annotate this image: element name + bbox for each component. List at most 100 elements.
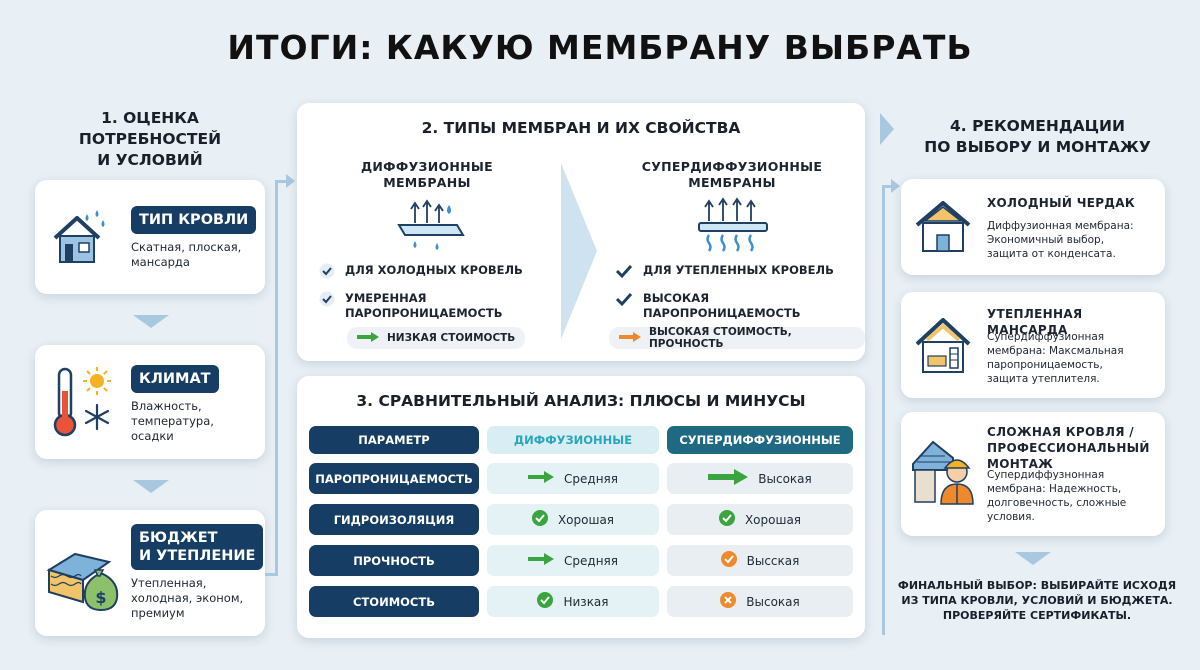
header-parameter: ПАРАМЕТР — [309, 426, 479, 454]
check-orange-icon — [720, 551, 737, 570]
cold-attic-house-icon — [913, 197, 973, 257]
budget-text: Утепленная, холодная, эконом, премиум — [131, 576, 244, 620]
complex-roof-title: СЛОЖНАЯ КРОВЛЯ / ПРОФЕССИОНАЛЬНЫЙ МОНТАЖ — [987, 425, 1150, 471]
card-roof-type: ТИП КРОВЛИ Скатная, плоская, мансарда — [35, 180, 265, 294]
section-4-heading: 4. РЕКОМЕНДАЦИИ ПО ВЫБОРУ И МОНТАЖУ — [924, 117, 1151, 156]
row-superdiffusion-value: Высокая — [667, 463, 853, 494]
feature-label: ДЛЯ ХОЛОДНЫХ КРОВЕЛЬ — [345, 263, 523, 277]
row-superdiffusion-value: Высская — [667, 545, 853, 576]
orange-arrow-icon — [619, 331, 641, 345]
check-icon — [531, 510, 548, 529]
insulated-attic-icon — [913, 314, 973, 376]
complex-roof-body: Супердиффузнонная мембрана: Надежность, … — [987, 469, 1127, 523]
connector-line — [275, 180, 278, 575]
money-bag-insulation-icon: $ — [45, 540, 123, 614]
down-arrow-icon — [1015, 552, 1051, 565]
row-param: СТОИМОСТЬ — [309, 586, 479, 617]
superdiffusion-membrane-icon — [695, 195, 771, 255]
check-icon — [615, 263, 633, 283]
feature-item: УМЕРЕННАЯ ПАРОПРОНИЦАЕМОСТЬ — [319, 291, 569, 321]
value-text: Средняя — [564, 471, 618, 486]
superdiffusion-cost-label: ВЫСОКАЯ СТОИМОСТЬ, ПРОЧНОСТЬ — [649, 326, 792, 350]
row-diffusion-value: Хорошая — [487, 504, 659, 535]
diffusion-cost-tag: НИЗКАЯ СТОИМОСТЬ — [347, 327, 526, 349]
roof-type-text: Скатная, плоская, мансарда — [131, 240, 242, 269]
value-text: Низкая — [563, 594, 609, 609]
row-param: ГИДРОИЗОЛЯЦИЯ — [309, 504, 479, 535]
chevron-right-icon — [561, 163, 597, 339]
arrow-icon — [528, 471, 555, 486]
feature-item: ВЫСОКАЯ ПАРОПРОНИЦАЕМОСТЬ — [615, 291, 855, 321]
budget-label: БЮДЖЕТ И УТЕПЛЕНИЕ — [131, 524, 264, 570]
insulated-attic-title: УТЕПЛЕННАЯ МАНСАРДА — [987, 307, 1083, 337]
card-budget: $ БЮДЖЕТ И УТЕПЛЕНИЕ Утепленная, холодна… — [35, 510, 265, 636]
card-membrane-types: 2. ТИПЫ МЕМБРАН И ИХ СВОЙСТВА ДИФФУЗИОНН… — [297, 103, 865, 361]
value-text: Высокая — [758, 471, 812, 486]
diffusion-title: ДИФФУЗИОННЫЕ МЕМБРАНЫ — [360, 159, 493, 190]
superdiffusion-title: СУПЕРДИФФУЗИОННЫЕ МЕМБРАНЫ — [641, 159, 823, 190]
row-param: ПАРОПРОНИЦАЕМОСТЬ — [309, 463, 479, 494]
row-param: ПРОЧНОСТЬ — [309, 545, 479, 576]
superdiffusion-features: ДЛЯ УТЕПЛЕННЫХ КРОВЕЛЬ ВЫСОКАЯ ПАРОПРОНИ… — [615, 263, 855, 321]
value-text: Средняя — [564, 553, 618, 568]
row-superdiffusion-value: Хорошая — [667, 504, 853, 535]
house-rain-icon — [47, 206, 109, 268]
thermometer-sun-snow-icon — [47, 363, 113, 441]
card-climate: КЛИМАТ Влажность, температура, осадки — [35, 345, 265, 459]
down-arrow-icon — [133, 480, 169, 493]
diffusion-features: ДЛЯ ХОЛОДНЫХ КРОВЕЛЬ УМЕРЕННАЯ ПАРОПРОНИ… — [319, 263, 569, 321]
arrow-icon — [528, 553, 555, 568]
row-diffusion-value: Средняя — [487, 545, 659, 576]
header-diffusion: ДИФФУЗИОННЫЕ — [487, 426, 659, 454]
section-1-heading: 1. ОЦЕНКА ПОТРЕБНОСТЕЙ И УСЛОВИЙ — [78, 109, 222, 169]
card-insulated-attic: УТЕПЛЕННАЯ МАНСАРДА Супердиффузионная ме… — [901, 292, 1165, 398]
connector-line — [265, 573, 278, 576]
connector-line — [882, 185, 894, 188]
feature-item: ДЛЯ ХОЛОДНЫХ КРОВЕЛЬ — [319, 263, 569, 283]
arrow-icon — [708, 469, 749, 488]
roof-type-label: ТИП КРОВЛИ — [131, 206, 257, 234]
diffusion-cost-label: НИЗКАЯ СТОИМОСТЬ — [387, 332, 516, 344]
card-cold-attic: ХОЛОДНЫЙ ЧЕРДАК Диффузионная мембрана: Э… — [901, 179, 1165, 275]
cross-icon — [720, 592, 737, 611]
builder-roof-icon — [911, 436, 979, 506]
header-superdiffusion: СУПЕРДИФФУЗИОННЫЕ — [667, 426, 853, 454]
climate-text: Влажность, температура, осадки — [131, 399, 214, 443]
climate-label: КЛИМАТ — [131, 365, 219, 393]
row-superdiffusion-value: Высокая — [667, 586, 853, 617]
value-text: Хорошая — [744, 512, 802, 527]
check-icon — [718, 510, 735, 529]
connector-arrow-icon — [891, 179, 900, 193]
check-icon — [319, 291, 335, 311]
down-arrow-icon — [133, 315, 169, 328]
svg-text:$: $ — [95, 588, 106, 607]
value-text: Высская — [746, 553, 800, 568]
feature-item: ДЛЯ УТЕПЛЕННЫХ КРОВЕЛЬ — [615, 263, 855, 283]
page-title: ИТОГИ: КАКУЮ МЕМБРАНУ ВЫБРАТЬ — [227, 28, 973, 67]
insulated-attic-body: Супердиффузионная мембрана: Максмальная … — [987, 331, 1124, 385]
green-arrow-icon — [357, 331, 379, 345]
cold-attic-title: ХОЛОДНЫЙ ЧЕРДАК — [987, 196, 1135, 210]
connector-arrow-icon — [286, 174, 295, 188]
check-icon — [537, 592, 554, 611]
row-diffusion-value: Средняя — [487, 463, 659, 494]
row-diffusion-value: Низкая — [487, 586, 659, 617]
feature-label: ДЛЯ УТЕПЛЕННЫХ КРОВЕЛЬ — [643, 263, 834, 277]
connector-line — [275, 180, 289, 183]
value-text: Хорошая — [557, 512, 615, 527]
chevron-right-icon — [880, 113, 894, 145]
section-3-heading: 3. СРАВНИТЕЛЬНЫЙ АНАЛИЗ: ПЛЮСЫ И МИНУСЫ — [356, 392, 806, 410]
diffusion-membrane-icon — [393, 195, 469, 255]
connector-line — [882, 185, 885, 635]
value-text: Высокая — [746, 594, 800, 609]
card-comparison: 3. СРАВНИТЕЛЬНЫЙ АНАЛИЗ: ПЛЮСЫ И МИНУСЫ … — [297, 376, 865, 638]
check-icon — [615, 291, 633, 311]
feature-label: УМЕРЕННАЯ ПАРОПРОНИЦАЕМОСТЬ — [345, 291, 503, 320]
superdiffusion-cost-tag: ВЫСОКАЯ СТОИМОСТЬ, ПРОЧНОСТЬ — [609, 326, 865, 350]
cold-attic-body: Диффузионная мембрана: Экономичный выбор… — [987, 220, 1134, 260]
section-2-heading: 2. ТИПЫ МЕМБРАН И ИХ СВОЙСТВА — [421, 119, 741, 137]
final-choice-text: ФИНАЛЬНЫЙ ВЫБОР: ВЫБИРАЙТЕ ИСХОДЯ ИЗ ТИП… — [897, 579, 1177, 622]
feature-label: ВЫСОКАЯ ПАРОПРОНИЦАЕМОСТЬ — [643, 291, 801, 320]
card-complex-roof: СЛОЖНАЯ КРОВЛЯ / ПРОФЕССИОНАЛЬНЫЙ МОНТАЖ… — [901, 412, 1165, 536]
check-icon — [319, 263, 335, 283]
